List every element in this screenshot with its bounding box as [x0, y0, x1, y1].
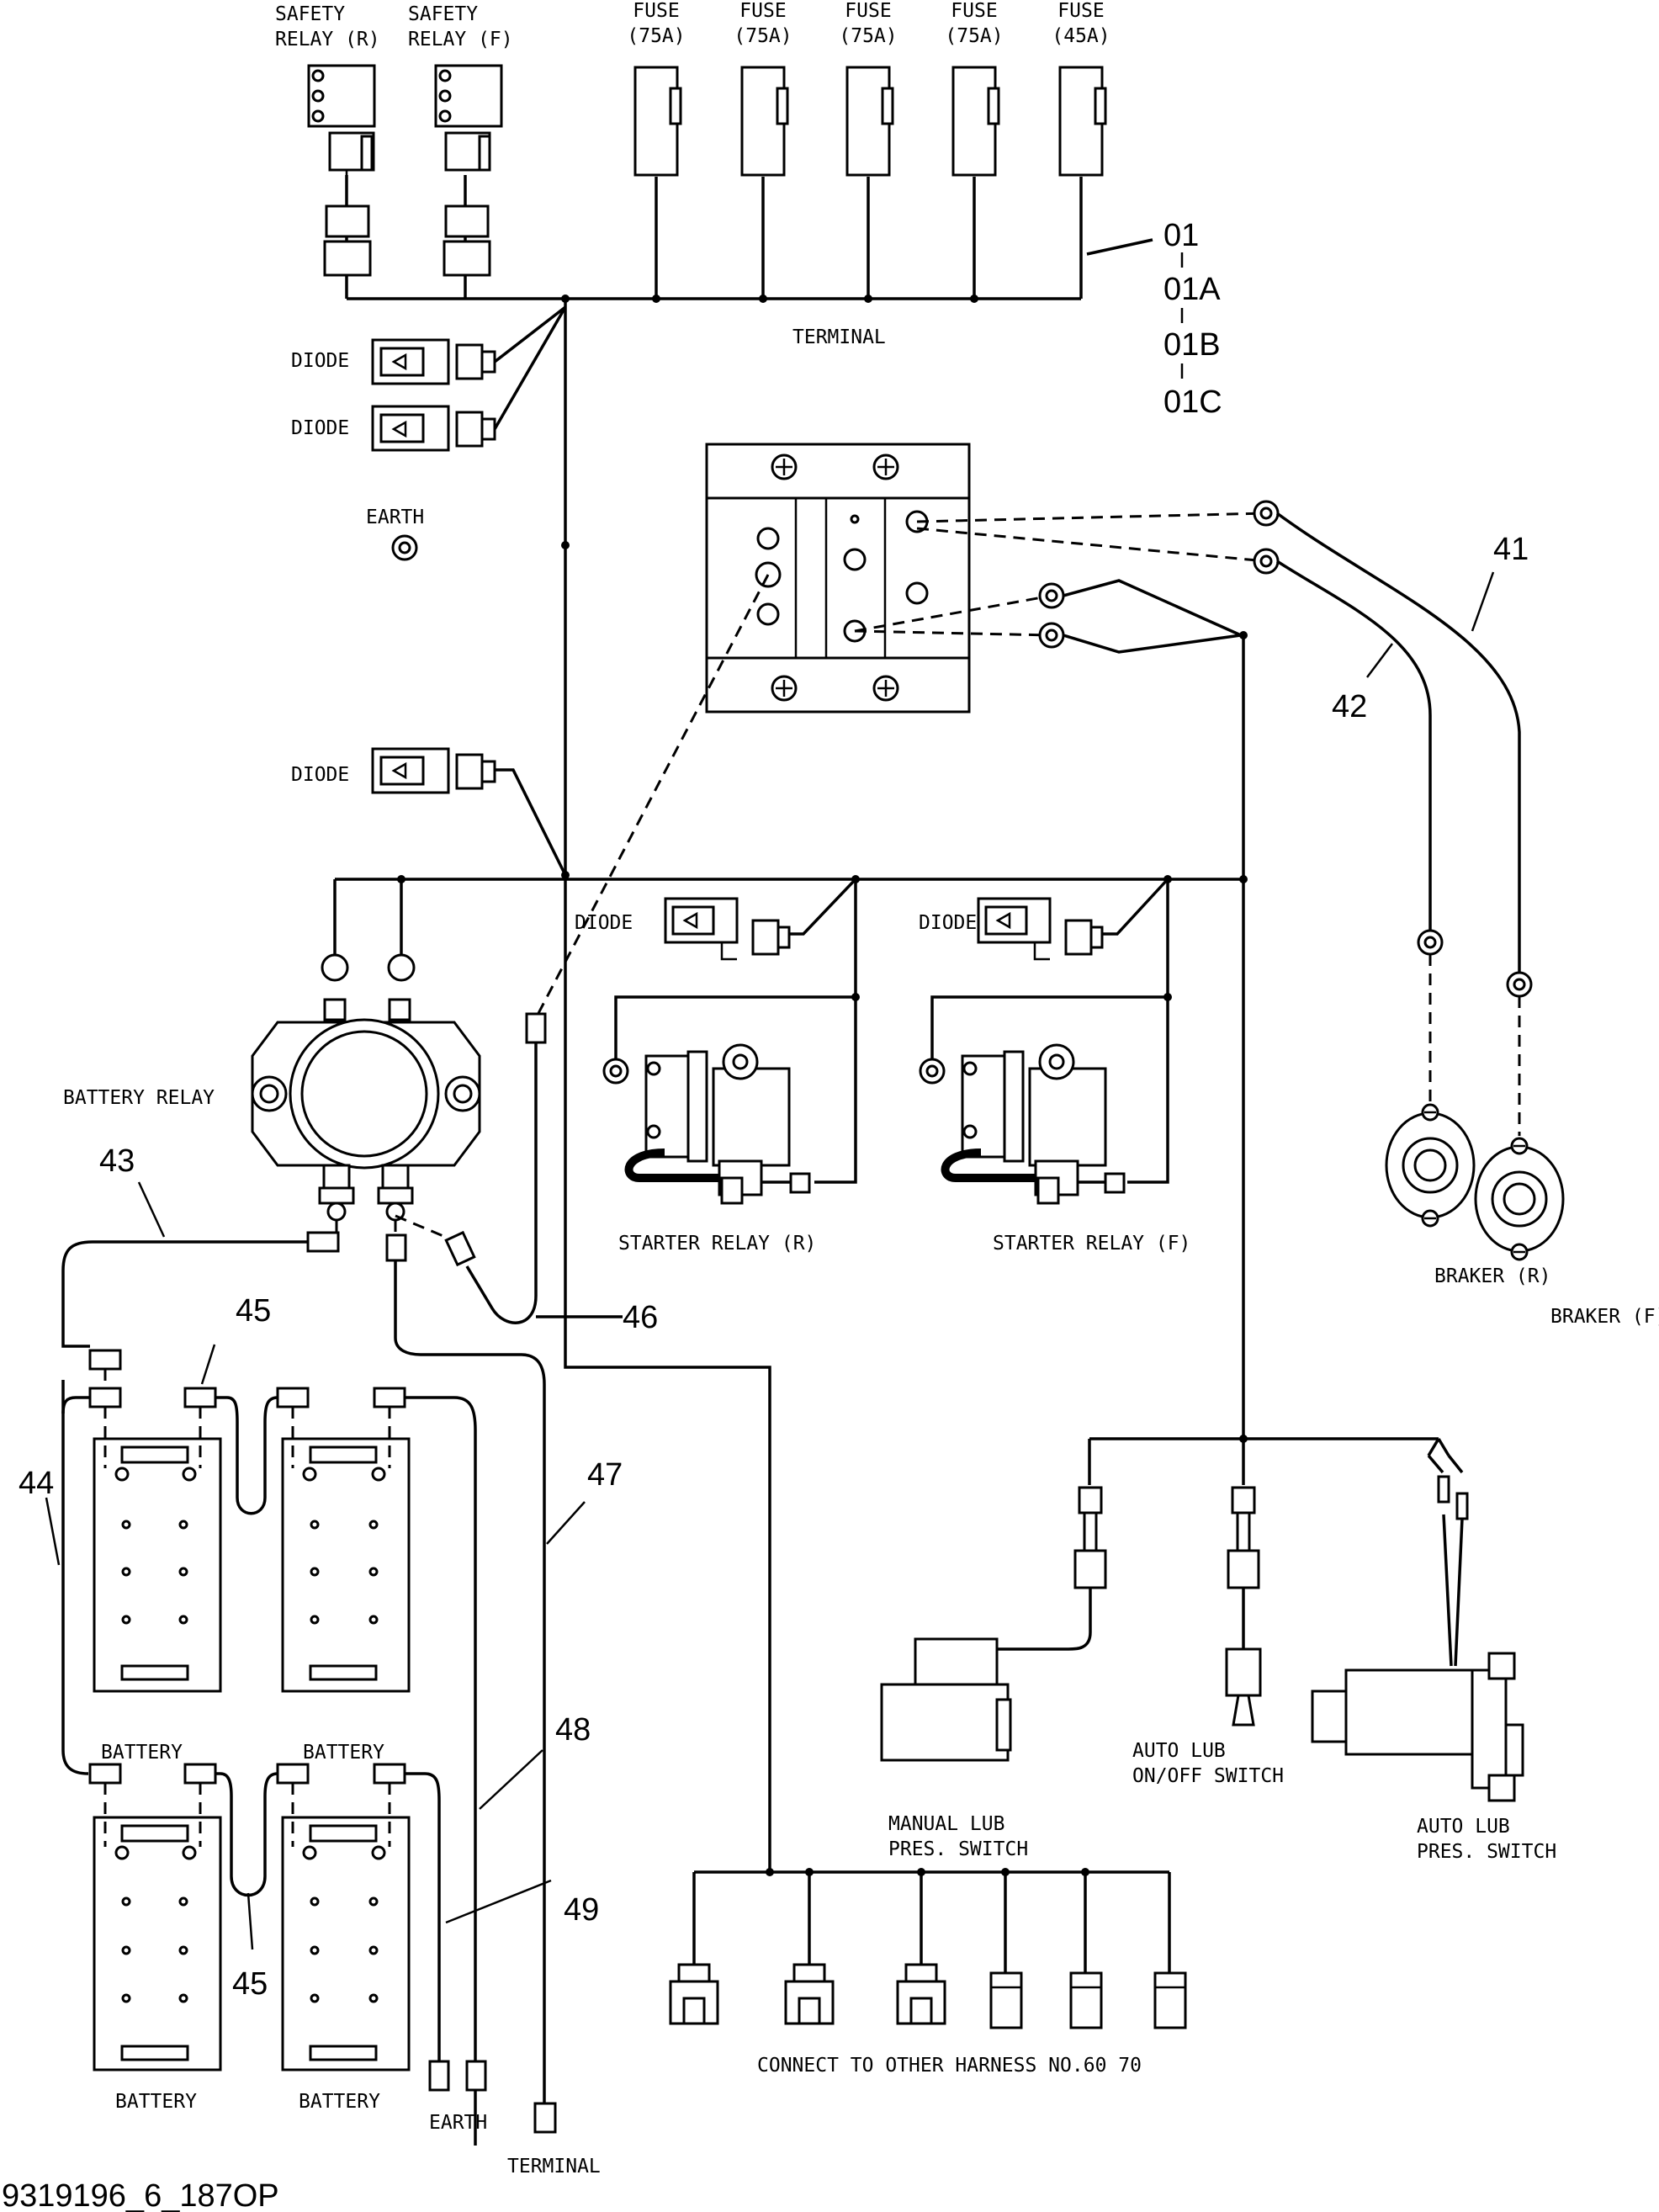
battery-2 [281, 1437, 411, 1693]
terminal-bottom-label: TERMINAL [507, 2156, 601, 2178]
battery-3 [93, 1816, 222, 2071]
fuse-2 [740, 66, 789, 177]
terminal-block [705, 443, 971, 713]
battery-1 [93, 1437, 222, 1693]
auto-lub-onoff-label-1: AUTO LUB [1132, 1740, 1226, 1762]
battery-relay [251, 953, 481, 1222]
callout-42: 42 [1332, 689, 1367, 724]
diode-starter-r-label: DIODE [575, 912, 633, 934]
braker-r [1385, 1103, 1476, 1228]
manual-lub-pres-label-1: MANUAL LUB [888, 1813, 1004, 1835]
battery-3-label-bottom: BATTERY [115, 2091, 197, 2113]
earth-top-label: EARTH [366, 507, 424, 528]
callout-46: 46 [623, 1300, 658, 1335]
auto-lub-pres-switch [1311, 1475, 1524, 1802]
fuse-3-label: FUSE [845, 0, 891, 22]
diode-starter-f [977, 897, 1104, 961]
callout-47: 47 [587, 1457, 623, 1493]
callout-45-top: 45 [236, 1293, 271, 1329]
battery-relay-label: BATTERY RELAY [63, 1087, 215, 1109]
battery-4-label-top: BATTERY [303, 1742, 384, 1764]
auto-lub-pres-label-2: PRES. SWITCH [1417, 1841, 1556, 1863]
safety-relay-f [434, 64, 503, 277]
auto-lub-pres-label-1: AUTO LUB [1417, 1816, 1510, 1838]
auto-lub-onoff-label-2: ON/OFF SWITCH [1132, 1765, 1284, 1787]
middle-bus-wiring [333, 574, 1248, 1439]
earth-bottom-label: EARTH [429, 2112, 487, 2134]
earth-terminal-top [391, 534, 418, 561]
callout-numbers: 01 01A 01B 01C 41 42 43 44 45 45 46 47 4… [19, 218, 1529, 2002]
starter-relay-f-label: STARTER RELAY (F) [993, 1233, 1190, 1255]
fuse-4-rating: (75A) [945, 25, 1003, 47]
manual-lub-pres-switch [880, 1486, 1107, 1762]
fuse-3 [845, 66, 894, 177]
callout-01c: 01C [1163, 385, 1222, 420]
fuse-2-rating: (75A) [734, 25, 792, 47]
diode-starter-r [664, 897, 791, 961]
safety-relay-f-label-2: RELAY (F) [408, 29, 513, 50]
callout-01: 01 [1163, 218, 1199, 253]
lub-wiring [1088, 1435, 1464, 1485]
callout-48: 48 [555, 1712, 591, 1748]
bottom-connectors [669, 1868, 1187, 2029]
callout-49: 49 [564, 1892, 599, 1928]
safety-relay-r-label-2: RELAY (R) [275, 29, 380, 50]
safety-relay-f-label-1: SAFETY [408, 3, 478, 25]
diode-2-label: DIODE [291, 417, 349, 439]
top-bus-wiring [345, 175, 1083, 1872]
diode-2 [371, 405, 496, 452]
fuse-1-rating: (75A) [627, 25, 685, 47]
figure-id: 9319196_6_187OP [2, 2178, 279, 2212]
diode-3-label: DIODE [291, 764, 349, 786]
callout-41: 41 [1493, 532, 1529, 567]
callout-01a: 01A [1163, 272, 1221, 307]
diode-3 [371, 747, 496, 794]
braker-wiring [854, 500, 1533, 1136]
connect-other-label: CONNECT TO OTHER HARNESS NO.60 70 [757, 2055, 1142, 2077]
fuse-1-label: FUSE [633, 0, 679, 22]
text-labels: SAFETY RELAY (R) SAFETY RELAY (F) FUSE (… [63, 0, 1659, 2178]
callout-44: 44 [19, 1466, 54, 1501]
battery-4-label-bottom: BATTERY [299, 2091, 380, 2113]
callout-43: 43 [99, 1143, 135, 1179]
fuse-3-rating: (75A) [839, 25, 897, 47]
manual-lub-pres-label-2: PRES. SWITCH [888, 1838, 1028, 1860]
battery-3-label-top: BATTERY [101, 1742, 183, 1764]
starter-relay-r [602, 1043, 811, 1205]
callout-45-bottom: 45 [232, 1966, 268, 2002]
fuse-1 [633, 66, 682, 177]
braker-f [1474, 1137, 1565, 1261]
braker-f-label: BRAKER (F) [1550, 1306, 1659, 1328]
braker-r-label: BRAKER (R) [1434, 1265, 1550, 1287]
fuse-5-label: FUSE [1057, 0, 1104, 22]
diode-1-label: DIODE [291, 350, 349, 372]
battery-cabling [45, 1012, 623, 2134]
terminal-top-label: TERMINAL [792, 326, 886, 348]
callout-01b: 01B [1163, 327, 1221, 363]
battery-jumpers [61, 1369, 487, 2146]
battery-4 [281, 1816, 411, 2071]
starter-relay-r-label: STARTER RELAY (R) [618, 1233, 816, 1255]
safety-relay-r [307, 64, 376, 277]
diode-starter-f-label: DIODE [919, 912, 977, 934]
fuse-2-label: FUSE [739, 0, 786, 22]
fuse-4 [951, 66, 1000, 177]
fuse-5 [1058, 66, 1107, 177]
diode-1 [371, 338, 496, 385]
starter-relay-f [919, 1043, 1126, 1205]
fuse-5-rating: (45A) [1052, 25, 1110, 47]
safety-relay-r-label-1: SAFETY [275, 3, 345, 25]
fuse-4-label: FUSE [951, 0, 997, 22]
auto-lub-onoff-switch [1225, 1486, 1262, 1727]
